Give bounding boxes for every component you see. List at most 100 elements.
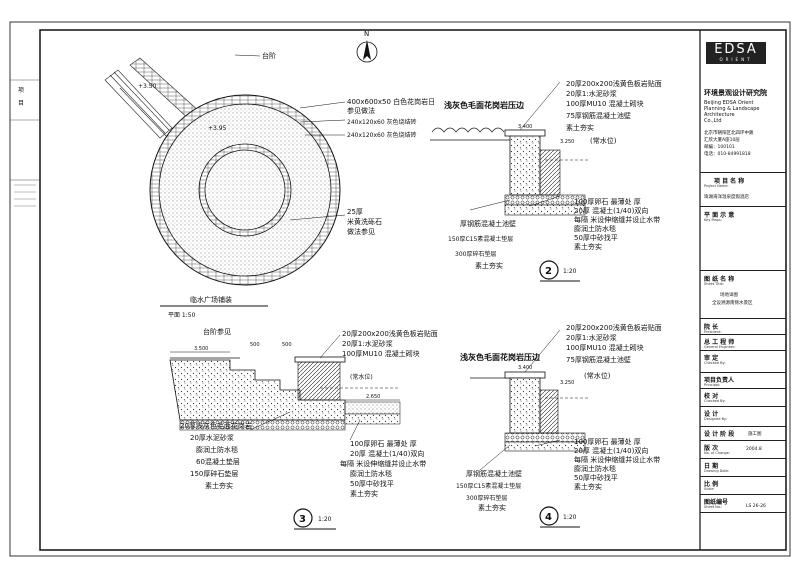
s4-bottom-4: 膨润土防水毯: [574, 464, 616, 473]
president-en: President:: [704, 330, 722, 334]
s3-left-4: 60混凝土垫层: [196, 457, 240, 466]
plan-en: Key Maps:: [704, 218, 722, 222]
s2-dim-2: 3.250: [560, 139, 574, 145]
s4-top-5: (常水位): [584, 371, 611, 380]
s4-top-2: 20厚1:水泥砂浆: [566, 333, 617, 342]
s4-bottom-3: 每隔 米设伸缩缝并设止水带: [574, 455, 660, 464]
address-2: 汇欣大厦A座10层: [704, 138, 740, 143]
s2-bottom-3: 每隔 米设伸缩缝并设止水带: [574, 215, 660, 224]
s2-left-1: 厚钢筋混凝土池壁: [460, 219, 516, 228]
s3-left-3: 膨润土防水毯: [196, 445, 238, 454]
address-3: 邮编：100101: [704, 145, 735, 150]
plan-scale: 平面 1:50: [168, 312, 196, 319]
review-label: 审 定: [704, 355, 719, 362]
s2-dim-1: 3.400: [518, 124, 532, 130]
phase-value: 施工图: [748, 432, 762, 437]
s2-scale: 1:20: [563, 268, 577, 275]
company-address: 北京市朝阳区北四环中路 汇欣大厦A座10层 邮编：100101 电话：010-8…: [704, 130, 784, 158]
s3-dim-1: 3.500: [194, 346, 208, 352]
s4-left-3: 300厚碎石垫层: [466, 494, 507, 502]
s2-bottom-5: 50厚中砂找平: [574, 233, 618, 242]
address-4: 电话：010-84991818: [704, 152, 751, 157]
s3-water: (常水位): [350, 373, 373, 381]
pm-label: 项目负责人: [704, 377, 735, 384]
company-logo: EDSA ORIENT: [706, 42, 766, 64]
s4-number-circle: [539, 506, 559, 526]
s4-left-2: 150厚C15素混凝土垫层: [456, 482, 521, 490]
pm-en: Principal:: [704, 383, 721, 387]
sheet-no-en: Sheet No.:: [704, 505, 723, 509]
s2-top-1: 20厚200x200浅黄色板岩贴面: [566, 79, 662, 88]
chief-label: 总 工 程 师: [704, 339, 735, 346]
s3-top-3: 100厚MU10 混凝土砌块: [342, 349, 420, 358]
north-label: N: [364, 30, 369, 38]
company-en-2: Planning & Landscape: [704, 106, 760, 112]
scale-label: 比 例: [704, 481, 719, 488]
logo-main: EDSA: [714, 42, 758, 57]
drawing-name-en: Sheet Title:: [704, 282, 724, 286]
revision-value: 2004.8: [746, 447, 762, 452]
s4-left-1: 厚钢筋混凝土池壁: [466, 469, 522, 478]
margin-label-2: 目: [18, 100, 24, 107]
address-1: 北京市朝阳区北四环中路: [704, 131, 754, 136]
s3-bottom-5: 50厚中砂找平: [350, 479, 394, 488]
check-label: 校 对: [704, 393, 719, 400]
s4-dim-2: 3.250: [560, 380, 574, 386]
plan-note-6: 米黄洗砾石: [347, 217, 382, 226]
s2-left-2: 150厚C15素混凝土垫层: [448, 235, 513, 243]
revision-en: No. of Change:: [704, 451, 730, 455]
scale-en: Scale:: [704, 487, 715, 491]
s2-number-circle: [539, 260, 559, 280]
plan-note-5: 25厚: [347, 208, 363, 216]
s2-water: (常水位): [590, 136, 617, 145]
s4-left-top: 浅灰色毛面花岗岩压边: [460, 352, 541, 362]
design-label: 设 计: [704, 411, 719, 418]
s4-bottom-6: 素土夯实: [574, 482, 602, 491]
chief-en: General Engineer:: [704, 345, 736, 349]
phase-label: 设 计 阶 段: [704, 431, 735, 438]
president-label: 院 长: [704, 324, 719, 331]
s3-bottom-4: 膨润土防水毯: [350, 469, 392, 478]
s2-bottom-1: 100厚卵石 最薄处 厚: [574, 197, 641, 206]
plan-note-2: 参见做法: [347, 106, 375, 115]
s4-dim-1: 3.400: [518, 365, 532, 371]
s4-number: 4: [545, 512, 552, 523]
s3-left-5: 150厚碎石垫层: [190, 469, 238, 478]
title-block: EDSA ORIENT 环境景观设计研究院 Beijing EDSA Orien…: [700, 30, 786, 550]
s3-left-6: 素土夯实: [205, 481, 233, 490]
s3-bottom-2: 20厚 混凝土(1/40)双向: [350, 449, 424, 458]
plan-note-3: 240x120x60 灰色烧结砖: [347, 118, 417, 126]
plan-note-1: 400x600x50 白色花岗岩日: [347, 97, 435, 106]
s2-top-4: 75厚钢筋混凝土池壁: [566, 111, 631, 120]
inner-frame: [39, 29, 787, 551]
s2-bottom-4: 膨润土防水毯: [574, 224, 616, 233]
s3-number-circle: [293, 508, 313, 528]
section-3: 3.500 500 500 台阶参见 20厚200x200浅黄色板岩贴面 20厚…: [169, 327, 438, 530]
s4-left-4: 素土夯实: [478, 503, 506, 512]
s2-number: 2: [545, 266, 552, 277]
plan-note-7: 做法参见: [347, 227, 375, 236]
s4-scale: 1:20: [563, 514, 577, 521]
plan-title: 临水广场铺装: [190, 295, 232, 304]
s3-left-2: 20厚水泥砂浆: [190, 433, 234, 442]
s3-bottom-1: 100厚卵石 最薄处 厚: [350, 439, 417, 448]
sheet-no-value: LS 26-26: [746, 504, 766, 509]
drawing-name-2: 全设溯源南侧水景区: [712, 301, 753, 306]
s2-left-4: 素土夯实: [475, 261, 503, 270]
s2-bottom-2: 20厚 混凝土(1/40)双向: [574, 206, 648, 215]
drawing-name-1: 场地详图: [720, 293, 738, 298]
s3-top-2: 20厚1:水泥砂浆: [342, 339, 393, 348]
outer-frame: [9, 21, 791, 557]
s3-top-1: 20厚200x200浅黄色板岩贴面: [342, 329, 438, 338]
date-en: Drawing Date:: [704, 469, 730, 473]
logo-sub: ORIENT: [719, 57, 753, 62]
s3-bottom-3: 每隔 米设伸缩缝并设止水带: [340, 459, 426, 468]
s3-dim-2: 500: [250, 342, 260, 348]
company-en-4: Co.,Ltd: [704, 118, 722, 124]
company-en-1: Beijing EDSA Orient: [704, 100, 754, 106]
s3-top-left: 台阶参见: [203, 327, 231, 336]
s4-top-3: 100厚MU10 混凝土砌块: [566, 343, 644, 352]
s4-bottom-2: 20厚 混凝土(1/40)双向: [574, 446, 648, 455]
company-en-3: Architecture: [704, 112, 735, 118]
